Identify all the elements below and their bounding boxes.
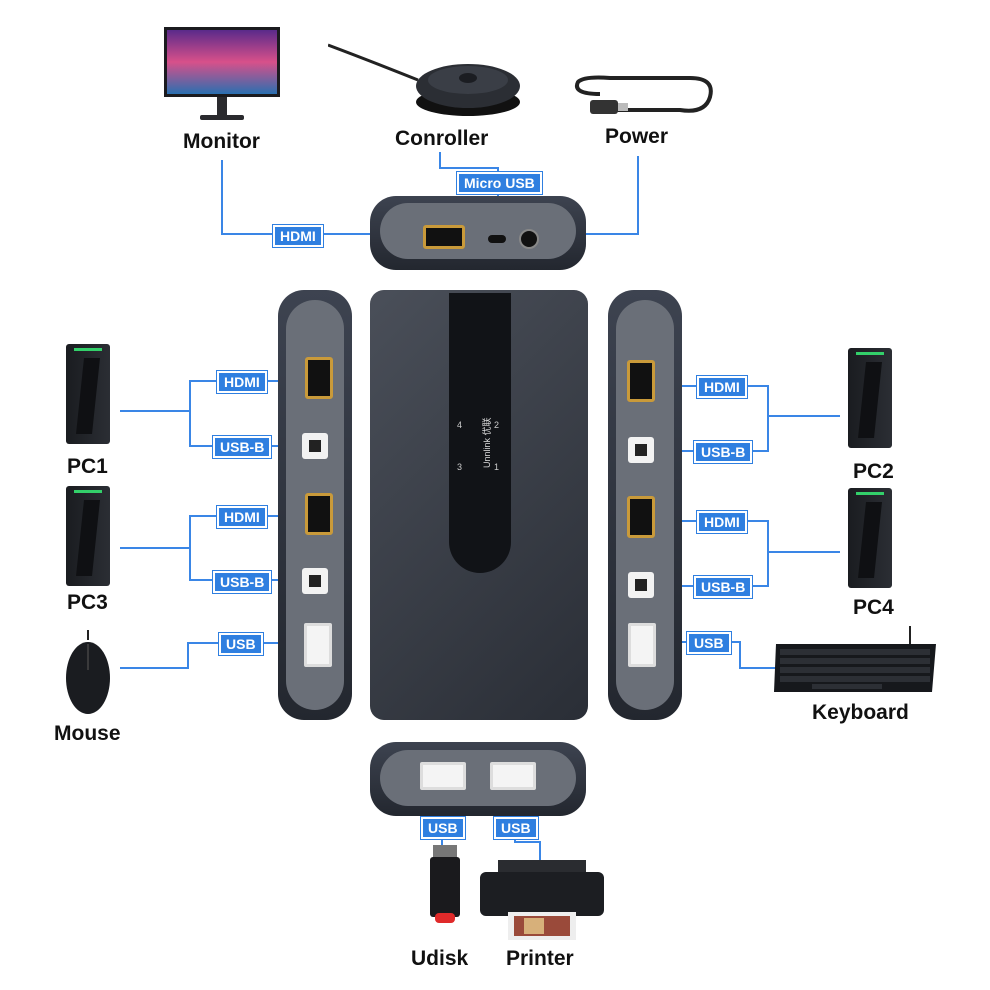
pc1-hdmi-tag: HDMI [217,371,267,393]
controller-label: Conroller [395,127,489,150]
monitor-label: Monitor [183,130,260,153]
udisk-label: Udisk [411,947,469,970]
front-panel-plate [380,750,576,806]
pc3-hdmi-port [305,493,333,535]
printer-icon [478,858,606,940]
switch-brand: Unnlink 优联 [482,417,492,468]
pc4-usbb-port [628,572,654,598]
port-number-2: 2 [494,420,500,430]
power-cable-icon [570,72,720,122]
keyboard-label: Keyboard [812,701,909,724]
micro-usb-tag: Micro USB [457,172,542,194]
printer-usb-tag: USB [494,817,538,839]
pc3-usbb-tag: USB-B [213,571,272,593]
pc3-tower-icon [66,486,110,586]
mouse-icon [64,630,112,716]
pc3-label: PC3 [67,591,108,614]
pc2-label: PC2 [853,460,894,483]
hdmi-out-tag: HDMI [273,225,323,247]
udisk-usb-tag: USB [421,817,465,839]
hdmi-out-port [423,225,465,249]
port-number-3: 3 [457,462,463,472]
pc2-usbb-tag: USB-B [694,441,753,463]
keyboard-usb-port [628,623,656,667]
pc1-usbb-tag: USB-B [213,436,272,458]
pc1-tower-icon [66,344,110,444]
pc4-tower-icon [848,488,892,588]
rear-panel-plate [380,203,576,259]
pc3-hdmi-tag: HDMI [217,506,267,528]
pc4-usbb-tag: USB-B [694,576,753,598]
pc1-label: PC1 [67,455,108,478]
port-number-1: 1 [494,462,500,472]
printer-usb-port [490,762,536,790]
port-number-4: 4 [457,420,463,430]
switch-center-strip [449,293,511,573]
mouse-label: Mouse [54,722,121,745]
keyboard-usb-tag: USB [687,632,731,654]
keyboard-icon [772,626,938,694]
pc4-hdmi-port [627,496,655,538]
pc2-usbb-port [628,437,654,463]
pc3-usbb-port [302,568,328,594]
pc2-tower-icon [848,348,892,448]
printer-label: Printer [506,947,574,970]
pc2-hdmi-tag: HDMI [697,376,747,398]
pc1-usbb-port [302,433,328,459]
power-port [519,229,539,249]
mouse-usb-tag: USB [219,633,263,655]
pc4-label: PC4 [853,596,894,619]
pc1-hdmi-port [305,357,333,399]
pc4-hdmi-tag: HDMI [697,511,747,533]
controller-icon [327,40,528,120]
udisk-usb-port [420,762,466,790]
power-label: Power [605,125,669,148]
usb-drive-icon [427,845,463,925]
micro-usb-port [488,235,506,243]
mouse-usb-port [304,623,332,667]
monitor-icon [162,25,282,130]
pc2-hdmi-port [627,360,655,402]
